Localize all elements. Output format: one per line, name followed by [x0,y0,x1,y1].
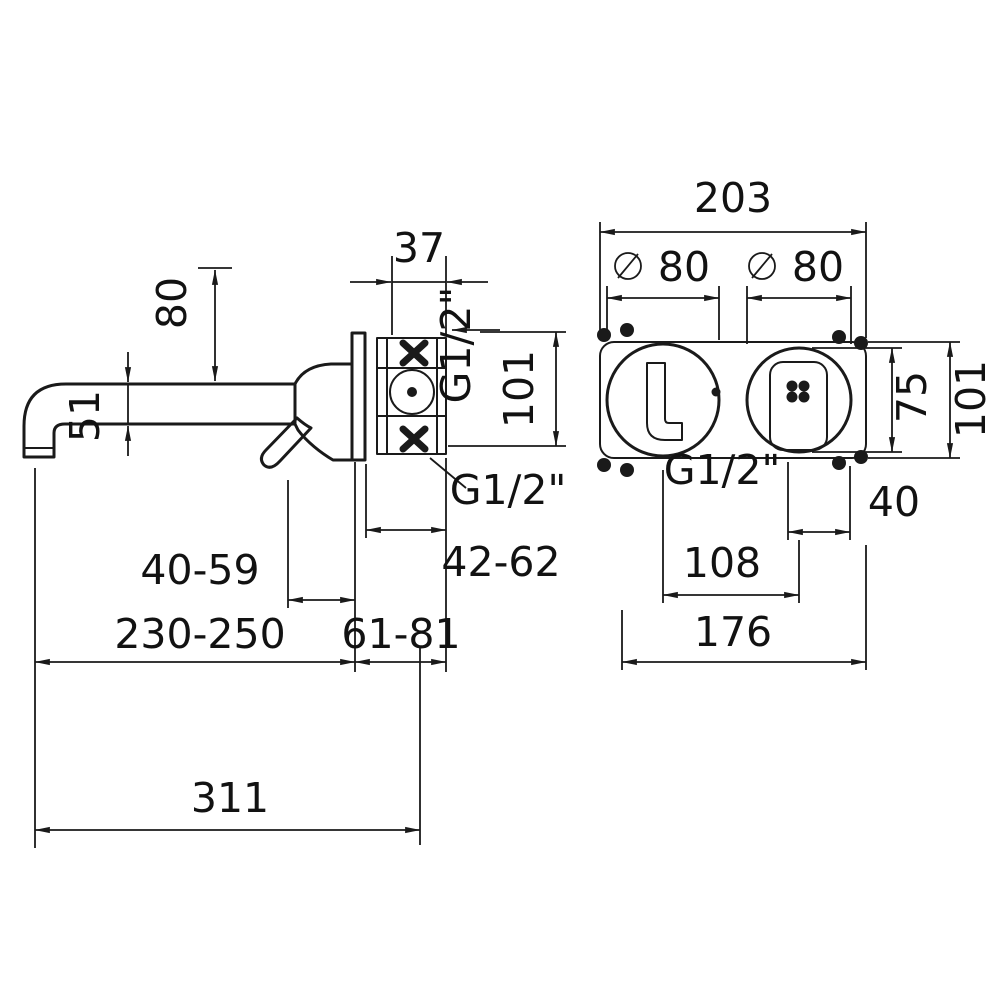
concealed-valve [376,337,447,455]
right-rosette-circle [745,346,853,454]
dim-label-51: 51 [61,390,109,442]
dim-spout-reach: 230-250 [34,468,356,848]
cartridge-housing [769,361,828,451]
dim-offset-right: 40 [787,462,920,540]
mounting-ears [597,323,868,477]
dim-spout-to-top: 80 [148,267,232,382]
handle-lever [259,416,313,469]
dim-install-depth: 42-62 [365,458,561,672]
dim-label-g12-bottom: G1/2" [450,466,567,514]
dim-label-42-62: 42-62 [441,538,560,586]
dim-wall-range: 61-81 [341,610,461,666]
dim-label-75: 75 [888,371,936,423]
wall-plate [350,331,367,462]
front-view: 203 80 80 [597,174,995,670]
dim-label-176: 176 [694,608,772,656]
side-view: 37 80 51 G1/2" 101 G [22,224,567,848]
dim-handle-to-wall: 40-59 [140,462,356,672]
dim-label-g12-front: G1/2" [664,446,781,494]
dim-label-40-59: 40-59 [140,546,259,594]
dim-left-diameter: 80 [606,243,720,340]
dim-valve-height: 101 [448,331,566,447]
left-rosette-circle [605,342,721,458]
cartridge-circle [389,369,435,415]
dim-right-diameter: 80 [746,243,852,344]
dim-label-g12-top: G1/2" [432,287,480,404]
dim-overall-width: 203 [599,174,867,338]
cartridge-clover [786,380,810,403]
screw-cross-bottom [399,425,429,453]
dim-center-distance: 108 [662,470,800,603]
spout-outline [22,382,297,459]
dim-label-203: 203 [694,174,772,222]
dim-mounting-span: 176 [621,545,867,670]
dim-label-80-left: 80 [658,243,710,291]
screw-cross-top [399,339,429,367]
spout-port-slot [646,362,683,441]
dim-spout-diameter: 51 [61,352,132,456]
dim-total-length: 311 [34,648,421,845]
dim-label-230-250: 230-250 [114,610,285,658]
dim-thread-outlet: G1/2" [429,457,567,514]
dim-cartridge-height: 75 [812,347,936,453]
dim-body-height: 101 [868,341,995,459]
dim-label-101-side: 101 [495,350,543,428]
dim-label-80-right: 80 [792,243,844,291]
dim-label-61-81: 61-81 [341,610,460,658]
dim-label-37: 37 [393,224,445,272]
diameter-icon [748,252,776,280]
dim-thread-top: G1/2" [432,287,500,404]
dim-label-80: 80 [148,277,196,329]
dim-label-311: 311 [191,774,269,822]
diameter-icon [614,252,642,280]
dim-label-40: 40 [868,478,920,526]
cartridge-dot [407,387,417,397]
body-plate [599,341,867,459]
center-screw-dot [711,387,721,397]
dim-valve-width: 37 [350,224,488,335]
dim-label-101-front: 101 [947,360,995,438]
mixer-body [293,362,354,462]
dim-label-108: 108 [683,539,761,587]
